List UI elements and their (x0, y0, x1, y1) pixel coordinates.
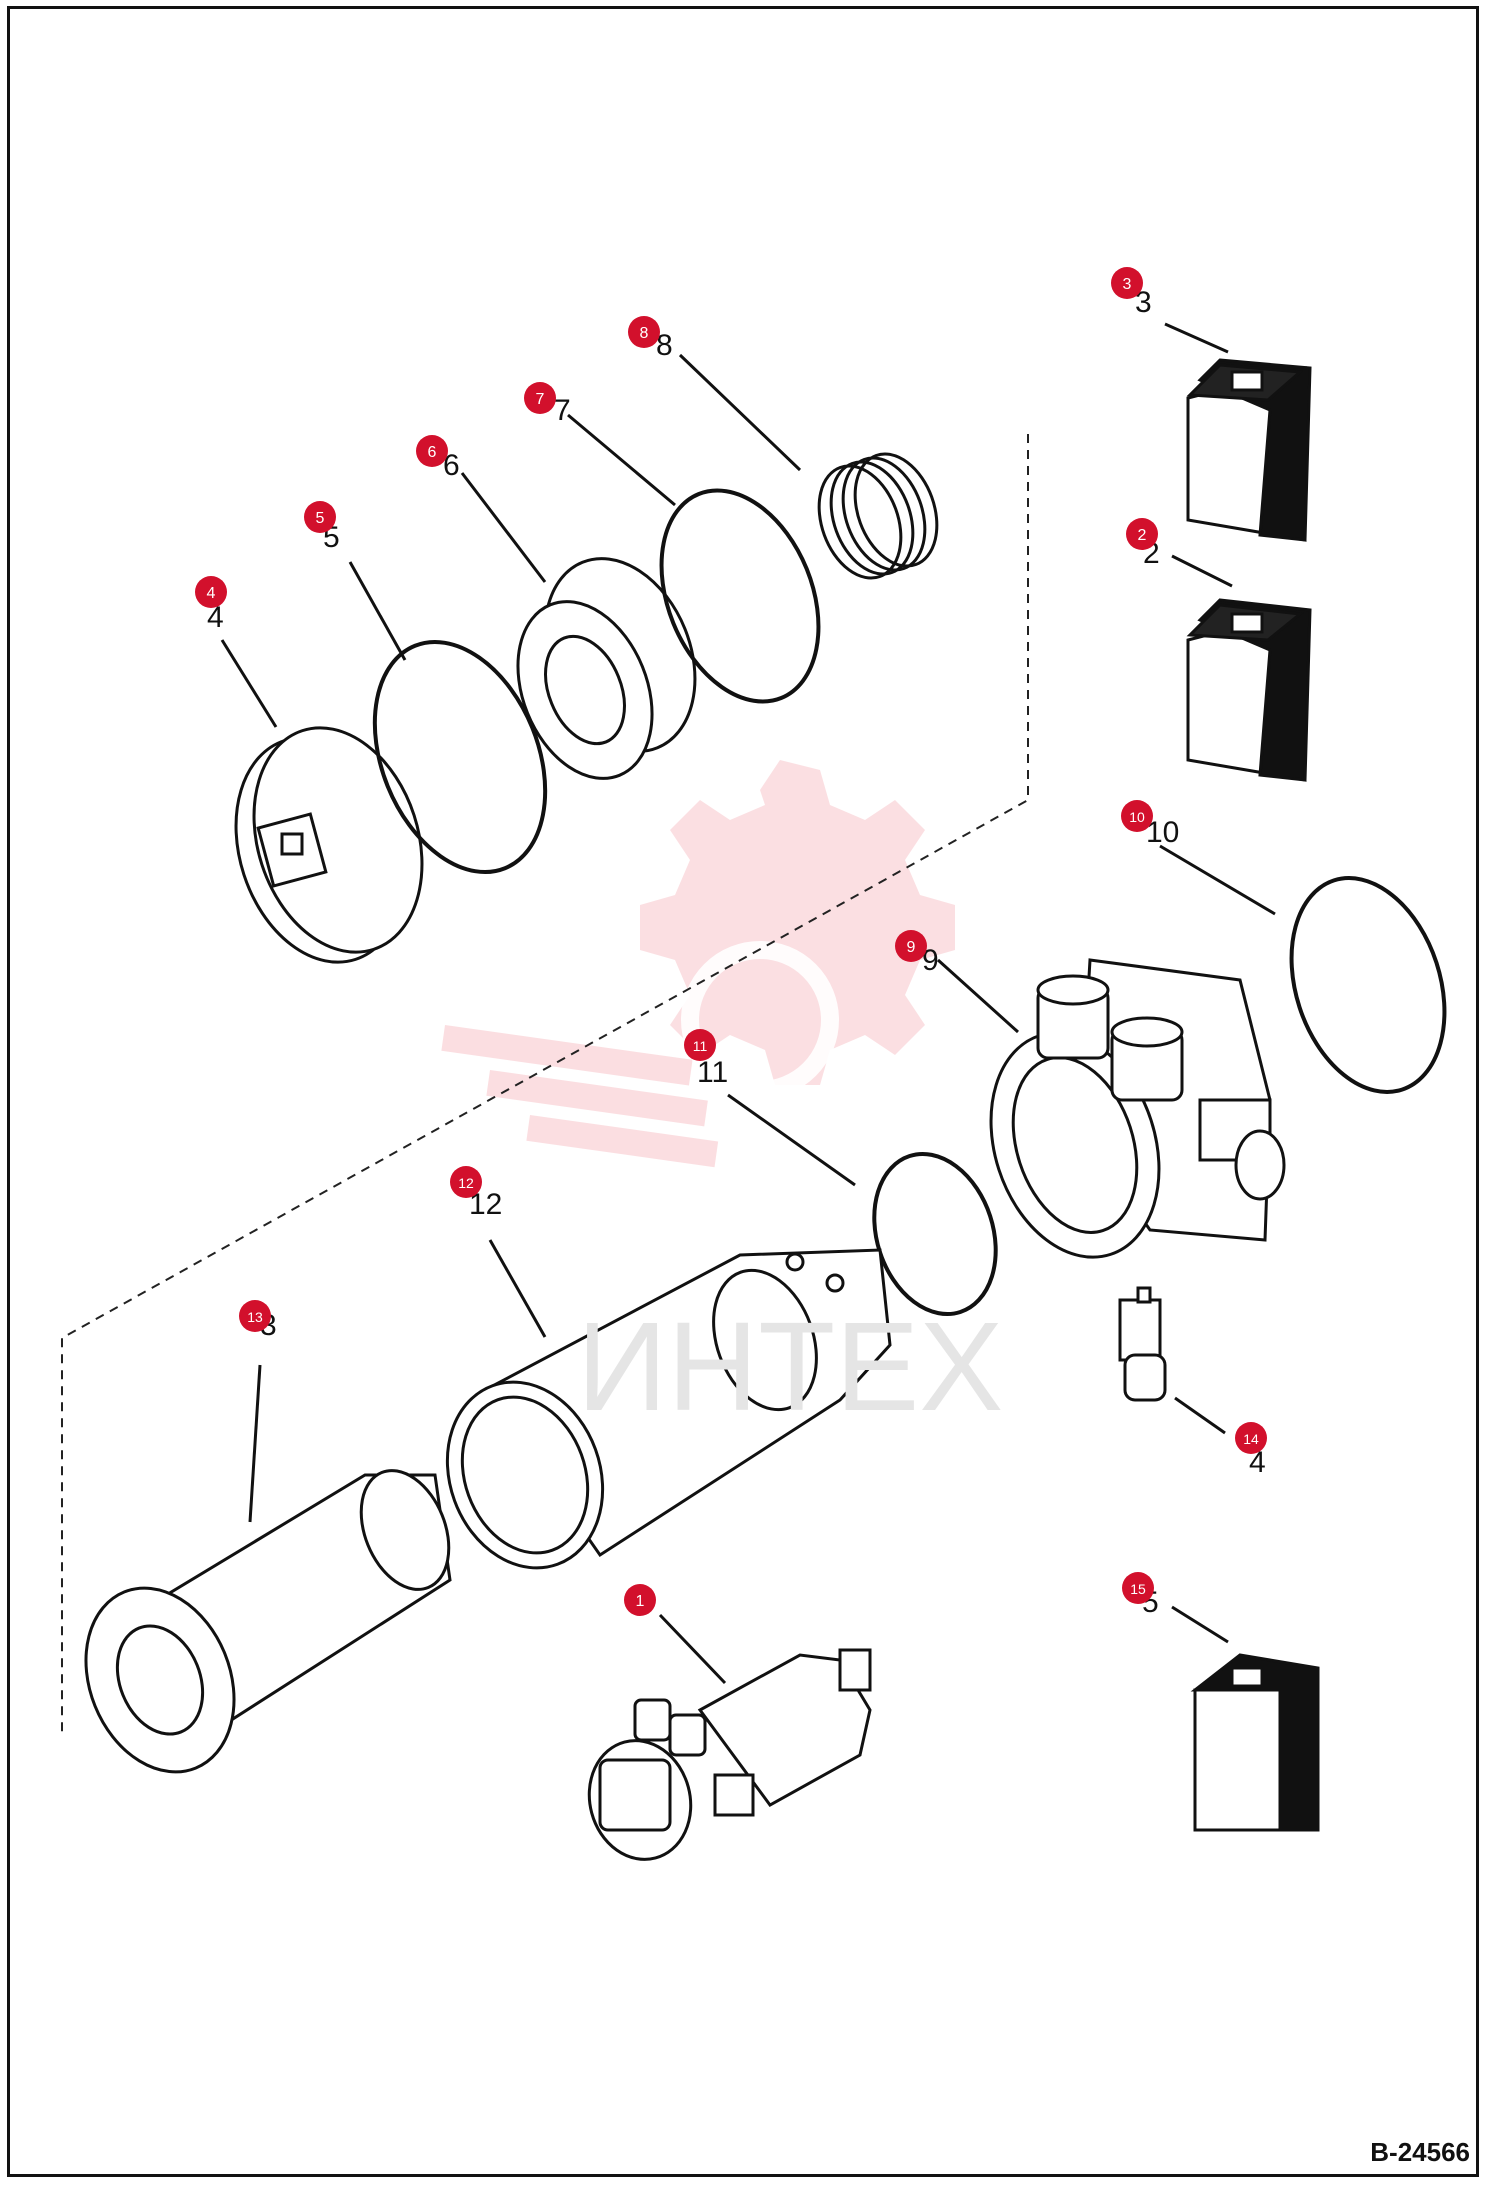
drawing-number: B-24566 (1370, 2137, 1470, 2167)
callout-13[interactable]: 13 (239, 1300, 271, 1332)
callout-marker-7[interactable] (524, 382, 556, 414)
callout-9[interactable]: 9 (895, 930, 927, 962)
callout-marker-15[interactable] (1122, 1572, 1154, 1604)
callout-number-15: 15 (1130, 1581, 1146, 1597)
svg-text:8: 8 (656, 329, 673, 362)
callout-marker-6[interactable] (416, 435, 448, 467)
callout-number-10: 10 (1129, 809, 1145, 825)
callout-number-5: 5 (316, 510, 325, 527)
callout-3[interactable]: 3 (1111, 267, 1143, 299)
callout-marker-3[interactable] (1111, 267, 1143, 299)
part-3-filter-kit-box (1186, 358, 1312, 542)
part-8-spring (817, 452, 939, 580)
part-2-filter-kit-box (1186, 598, 1312, 782)
callout-number-11: 11 (693, 1038, 708, 1054)
callout-11[interactable]: 11 (684, 1029, 716, 1061)
callout-number-8: 8 (640, 325, 649, 342)
watermark-text: ИНТЕХ (577, 1296, 1004, 1437)
callout-2[interactable]: 2 (1126, 518, 1158, 550)
callout-marker-8[interactable] (628, 316, 660, 348)
svg-text:9: 9 (922, 944, 939, 977)
part-6-bypass-valve (516, 557, 697, 780)
part-13-filter-element (84, 1469, 452, 1774)
callout-marker-14[interactable] (1235, 1422, 1267, 1454)
svg-text:4: 4 (207, 601, 224, 634)
watermark-logo (640, 760, 955, 1085)
part-7-o-ring (659, 488, 821, 704)
part-4-cap (234, 726, 424, 964)
part-12-filter-bowl (445, 1248, 892, 1570)
svg-text:4: 4 (1249, 1446, 1266, 1479)
callout-5[interactable]: 5 (304, 501, 336, 533)
callout-6[interactable]: 6 (416, 435, 448, 467)
kit-boundary-dashed-line (61, 434, 1029, 1733)
svg-text:6: 6 (443, 449, 460, 482)
callout-number-12: 12 (458, 1175, 474, 1191)
callout-number-4: 4 (207, 585, 216, 602)
part-10-o-ring (1289, 876, 1447, 1094)
svg-text:7: 7 (554, 394, 571, 427)
watermark-speed-lines (441, 1025, 719, 1168)
callout-8[interactable]: 8 (628, 316, 660, 348)
callout-number-14: 14 (1243, 1431, 1259, 1447)
callout-14[interactable]: 14 (1235, 1422, 1267, 1454)
callout-marker-9[interactable] (895, 930, 927, 962)
callout-marker-12[interactable] (450, 1166, 482, 1198)
callout-marker-2[interactable] (1126, 518, 1158, 550)
drawing-border (7, 6, 1479, 2177)
part-15-filter-box (1190, 1653, 1320, 1832)
svg-text:11: 11 (697, 1056, 728, 1089)
callout-marker-10[interactable] (1121, 800, 1153, 832)
callout-number-13: 13 (247, 1309, 263, 1325)
callout-number-9: 9 (907, 939, 916, 956)
part-5-o-ring (372, 639, 548, 875)
callout-7[interactable]: 7 (524, 382, 556, 414)
callout-4[interactable]: 4 (195, 576, 227, 608)
callout-marker-13[interactable] (239, 1300, 271, 1332)
callout-1[interactable]: 1 (624, 1584, 656, 1616)
part-1-filter-assembly (587, 1648, 872, 1861)
callout-10[interactable]: 10 (1121, 800, 1153, 832)
leader-lines (220, 322, 1276, 1685)
callout-number-1: 1 (636, 1593, 645, 1610)
callout-12[interactable]: 12 (450, 1166, 482, 1198)
callout-marker-5[interactable] (304, 501, 336, 533)
callout-marker-4[interactable] (195, 576, 227, 608)
part-14-indicator (1118, 1286, 1167, 1402)
callout-marker-11[interactable] (684, 1029, 716, 1061)
svg-text:3: 3 (1135, 286, 1152, 319)
callout-number-7: 7 (536, 391, 545, 408)
callout-marker-1[interactable] (624, 1584, 656, 1616)
callout-number-2: 2 (1138, 527, 1147, 544)
callout-number-3: 3 (1123, 276, 1132, 293)
callout-15[interactable]: 15 (1122, 1572, 1154, 1604)
callout-number-6: 6 (428, 444, 437, 461)
part-9-filter-head (989, 958, 1286, 1259)
